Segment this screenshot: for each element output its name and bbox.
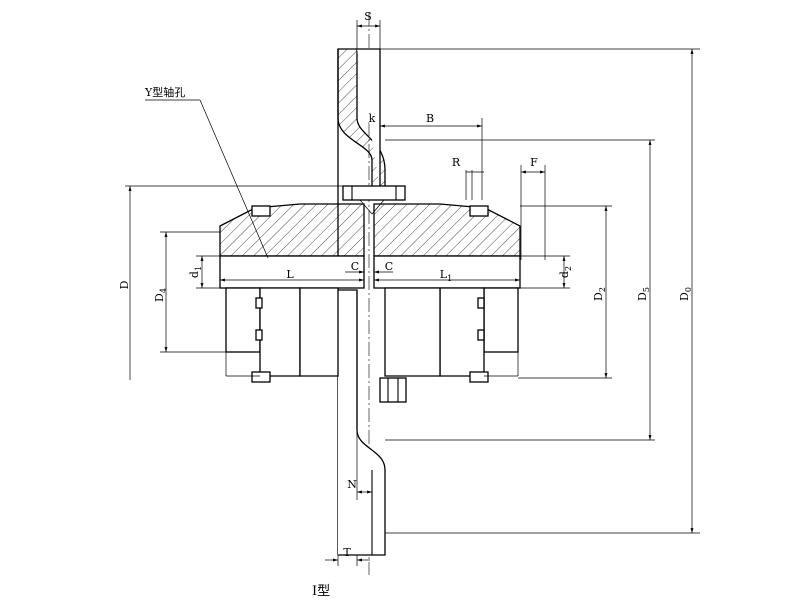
label-c-right: C (385, 260, 393, 273)
label-d5: D5 (636, 287, 651, 301)
figure-caption: I型 (312, 584, 330, 599)
label-l: L (286, 268, 294, 281)
side-details (225, 297, 519, 377)
brake-disc (337, 48, 386, 556)
label-l1: L1 (440, 268, 452, 283)
lower-bolt (379, 377, 407, 403)
label-s: S (364, 10, 372, 23)
label-n: N (347, 478, 357, 491)
label-d4: D4 (153, 288, 168, 302)
label-d: D (118, 280, 131, 289)
label-f: F (530, 156, 538, 169)
left-hub (219, 203, 365, 383)
label-d0: D0 (678, 287, 693, 301)
label-c-left: C (351, 260, 359, 273)
upper-bolt (342, 185, 406, 215)
dimension-lines (125, 20, 700, 566)
label-k: k (369, 112, 376, 125)
label-t: T (343, 546, 351, 559)
label-b: B (426, 112, 434, 125)
label-d1: d1 (188, 266, 203, 278)
right-hub (373, 203, 521, 383)
label-d2-small: d2 (558, 266, 573, 278)
callout-y-bore: Y型轴孔 (144, 85, 185, 99)
label-r: R (452, 156, 461, 169)
label-d2: D2 (592, 287, 607, 301)
